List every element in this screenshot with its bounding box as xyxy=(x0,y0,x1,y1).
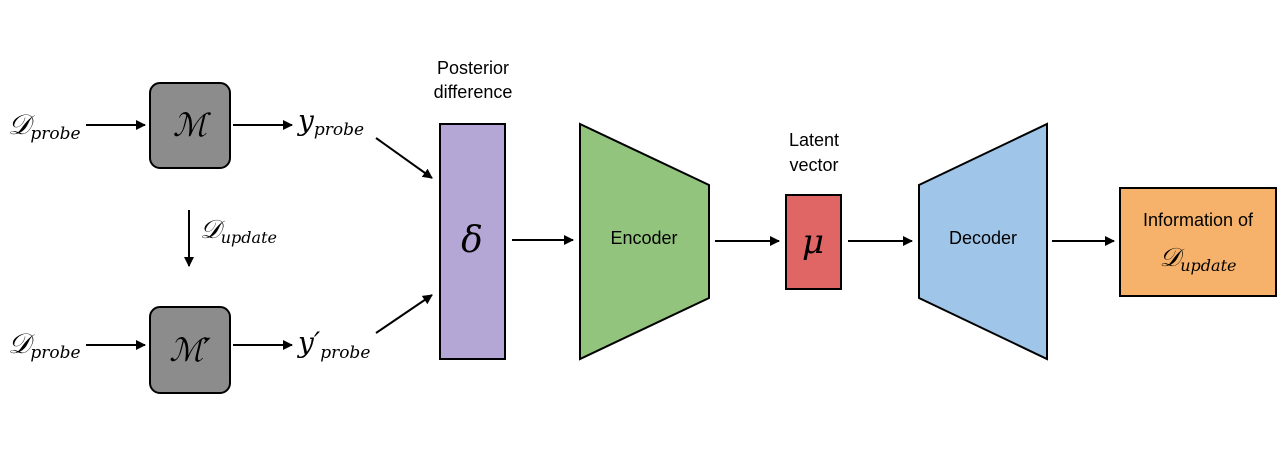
latent-label-line2: vector xyxy=(789,155,838,175)
d-probe-bottom-label: 𝒟probe xyxy=(8,327,81,363)
model-symbol: ℳ xyxy=(173,106,212,144)
d-probe-top-label: 𝒟probe xyxy=(8,108,81,144)
latent-symbol: μ xyxy=(802,222,824,262)
encoder-shape xyxy=(579,122,710,361)
latent-label-line1: Latent xyxy=(789,130,839,150)
model-box xyxy=(149,82,231,169)
arrow-y-to-posterior xyxy=(375,137,433,179)
decoder-label: Decoder xyxy=(949,228,1017,248)
model-prime-box xyxy=(149,306,231,394)
posterior-symbol: δ xyxy=(461,220,483,261)
model-prime-symbol: ℳ′ xyxy=(169,331,211,369)
information-label: Information of xyxy=(1143,210,1254,230)
posterior-box xyxy=(439,123,506,360)
decoder-shape xyxy=(918,122,1048,361)
information-symbol: 𝒟update xyxy=(1160,243,1237,275)
posterior-label-line2: difference xyxy=(434,82,513,102)
latent-box xyxy=(785,194,842,290)
encoder-label: Encoder xyxy=(610,228,677,248)
y-probe-label: yprobe xyxy=(296,104,364,140)
posterior-label-line1: Posterior xyxy=(437,58,509,78)
information-box xyxy=(1119,187,1277,297)
y-probe-prime-label: y′probe xyxy=(296,326,370,363)
d-update-label: 𝒟update xyxy=(200,215,277,247)
arrow-y-prime-to-posterior xyxy=(375,294,433,334)
